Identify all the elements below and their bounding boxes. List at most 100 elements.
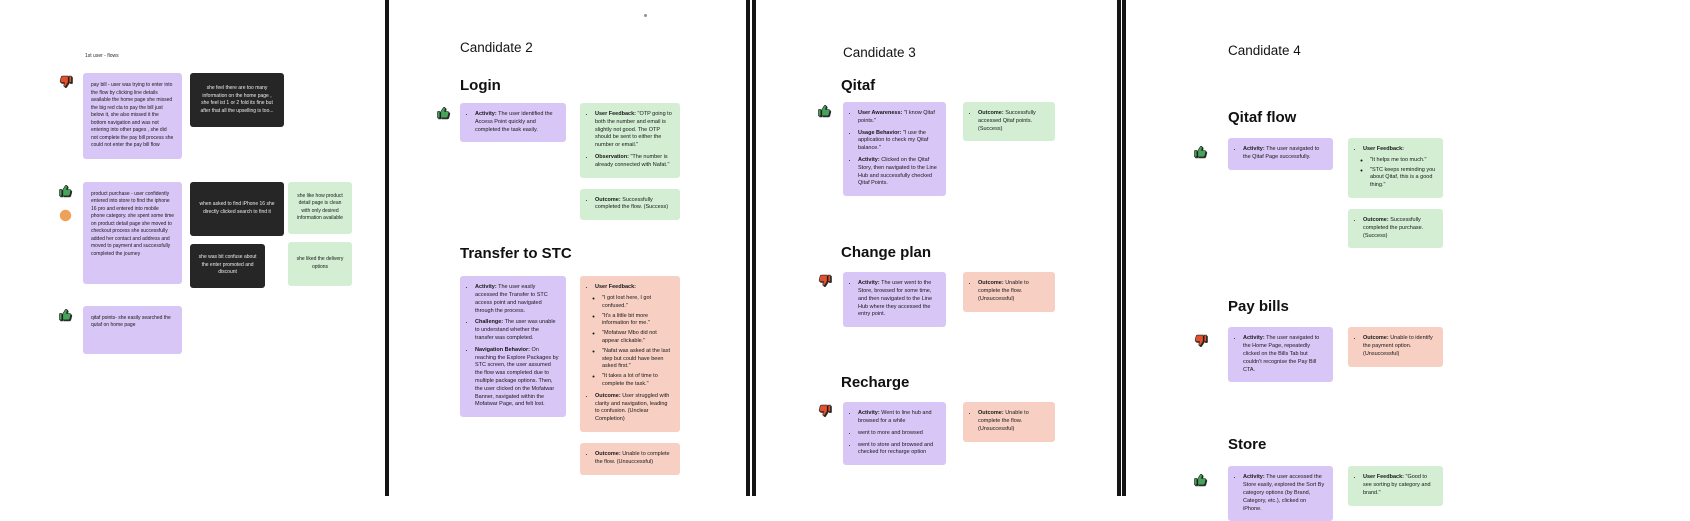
sticky-note[interactable]: she feel there are too many information … (190, 73, 284, 127)
thumb-up-icon[interactable] (58, 307, 73, 322)
notes-right: User Feedback: "Good to see sorting by c… (1348, 466, 1443, 506)
note-bullet: Outcome: Successfully accessed Qitaf poi… (978, 110, 1048, 133)
note-item-label: Activity: (858, 410, 880, 417)
note-item-text: Unable to complete the flow. (Unsuccessf… (595, 450, 670, 465)
note-sub-bullet: "STC keeps reminding you about Qitaf, th… (1370, 167, 1436, 190)
flow-section: QitafUser Awareness: "I know Qitaf point… (817, 77, 1065, 197)
note-bullet-list: Activity: The user accessed the Store ea… (1235, 474, 1326, 513)
note-bullet-list: Outcome: Unable to complete the flow. (U… (587, 451, 673, 467)
sticky-note[interactable]: Outcome: Unable to complete the flow. (U… (963, 402, 1055, 442)
note-bullet-list: Outcome: Unable to identify the payment … (1355, 335, 1436, 358)
thumb-up-icon[interactable] (1193, 472, 1208, 487)
column-title[interactable]: Candidate 2 (460, 40, 533, 55)
sticky-note[interactable]: User Feedback: "I got lost here, I got c… (580, 276, 680, 432)
section-heading[interactable]: Qitaf (841, 77, 876, 94)
sticky-note[interactable]: Activity: Went to line hub and browsed f… (843, 402, 946, 466)
note-sub-bullet: "It takes a lot of time to complete the … (602, 373, 673, 389)
note-sub-text: "Nafat was asked at the last step but co… (602, 347, 670, 370)
sticky-note[interactable]: Activity: The user easily accessed the T… (460, 276, 566, 418)
sticky-note[interactable]: User Feedback: "Good to see sorting by c… (1348, 466, 1443, 506)
note-item-text: Unable to complete the flow. (Unsuccessf… (978, 280, 1029, 302)
note-item-text: Unable to complete the flow. (Unsuccessf… (978, 410, 1029, 432)
frame-border (1122, 0, 1126, 496)
sticky-note[interactable]: pay bill - user was trying to enter into… (83, 73, 182, 159)
sticky-note[interactable]: Outcome: Successfully accessed Qitaf poi… (963, 102, 1055, 142)
sticky-note[interactable]: Outcome: Successfully completed the purc… (1348, 208, 1443, 249)
sticky-note[interactable]: she like how product detail page is clea… (288, 181, 352, 234)
notes-right: User Feedback: "I got lost here, I got c… (580, 276, 680, 475)
column-title[interactable]: Candidate 3 (843, 45, 916, 60)
section-heading[interactable]: Pay bills (1228, 298, 1289, 316)
sticky-note[interactable]: qitaf points- she easily searched the qu… (83, 305, 182, 354)
sticky-note[interactable]: when asked to find iPhone 16 she directl… (190, 181, 284, 236)
thumb-down-icon[interactable] (58, 74, 73, 89)
note-item-text: The user went to the Store, browsed for … (858, 280, 933, 318)
note-bullet-list: Outcome: Successfully completed the flow… (587, 197, 673, 213)
thumb-up-icon[interactable] (436, 105, 451, 120)
sticky-note[interactable]: Outcome: Successfully completed the flow… (580, 188, 680, 221)
thumb-down-icon[interactable] (1193, 333, 1208, 348)
note-stack: qitaf points- she easily searched the qu… (83, 305, 182, 354)
note-bullet-list: Activity: The user navigated to the Qita… (1235, 146, 1326, 162)
sticky-note[interactable]: User Awareness: "I know Qitaf points."Us… (843, 102, 946, 197)
sticky-note[interactable]: she liked the delivery options (288, 241, 352, 286)
section-heading[interactable]: Transfer to STC (460, 245, 572, 263)
note-item-label: User Awareness: (858, 110, 903, 116)
sticky-note[interactable]: Outcome: Unable to complete the flow. (U… (580, 442, 680, 475)
note-sub-text: "I got lost here, I got confused." (602, 294, 652, 309)
note-bullet-list: Activity: The user navigated to the Home… (1235, 335, 1326, 374)
section-heading[interactable]: Qitaf flow (1228, 109, 1297, 126)
notes-right: Outcome: Unable to complete the flow. (U… (963, 402, 1055, 442)
section-heading[interactable]: Login (460, 77, 501, 94)
sticky-note[interactable]: Activity: The user went to the Store, br… (843, 272, 946, 328)
sticky-note[interactable]: she was bit confuse about the enter prom… (190, 243, 266, 288)
flow-section: Change planActivity: The user went to th… (817, 244, 1065, 328)
sticky-note[interactable]: Activity: The user navigated to the Qita… (1228, 138, 1333, 170)
note-item-label: User Feedback: (595, 284, 636, 291)
notes-left: Activity: Went to line hub and browsed f… (843, 402, 946, 466)
thumb-up-icon[interactable] (58, 183, 73, 198)
note-item-label: Activity: (858, 280, 880, 287)
sticky-note[interactable]: User Feedback: "It helps me too much.""S… (1348, 138, 1443, 198)
note-bullet-list: Outcome: Successfully completed the purc… (1355, 217, 1436, 240)
note-bullet: Activity: The user went to the Store, br… (858, 280, 939, 319)
thumb-up-icon[interactable] (817, 103, 832, 118)
section-row: Activity: The user went to the Store, br… (817, 272, 1065, 328)
note-bullet: Activity: The user navigated to the Qita… (1243, 146, 1326, 162)
thumb-up-icon[interactable] (1193, 144, 1208, 159)
note-item-label: Activity: (475, 284, 497, 291)
note-item-text: Went to line hub and browsed for a while (858, 410, 932, 424)
section-heading[interactable]: Change plan (841, 244, 932, 262)
note-bullet: Outcome: Successfully completed the flow… (595, 197, 673, 213)
column-title[interactable]: Candidate 4 (1228, 43, 1301, 58)
section-heading[interactable]: Store (1228, 436, 1267, 454)
note-sub-bullet: "Nafat was asked at the last step but co… (602, 348, 673, 371)
notes-left: Activity: The user easily accessed the T… (460, 276, 566, 418)
section-row: Activity: The user identified the Access… (436, 103, 688, 221)
icon-column (58, 73, 83, 89)
sticky-note[interactable]: Activity: The user accessed the Store ea… (1228, 466, 1333, 521)
thumb-down-icon[interactable] (817, 273, 832, 288)
note-text: she was bit confuse about the enter prom… (198, 254, 257, 276)
sticky-note[interactable]: Outcome: Unable to identify the payment … (1348, 327, 1443, 367)
sticky-note[interactable]: Outcome: Unable to complete the flow. (U… (963, 272, 1055, 312)
section-heading[interactable]: Recharge (841, 374, 910, 392)
board-section-label[interactable]: 1st user - flows (85, 53, 119, 59)
note-stack: she feel there are too many information … (190, 73, 284, 127)
sticky-note[interactable]: product purchase - user confidently ente… (83, 181, 182, 284)
note-item-label: Outcome: (1363, 216, 1389, 223)
note-item-text: User struggled with clarity and navigati… (595, 392, 670, 423)
note-text: she feel there are too many information … (200, 85, 274, 114)
note-bullet-list: Activity: Went to line hub and browsed f… (850, 410, 939, 457)
sticky-note[interactable]: Activity: The user navigated to the Home… (1228, 327, 1333, 383)
note-stack: she like how product detail page is clea… (288, 181, 352, 286)
thumb-down-icon[interactable] (817, 403, 832, 418)
note-bullet: User Feedback: "OTP going to both the nu… (595, 111, 673, 150)
notes-right: User Feedback: "It helps me too much.""S… (1348, 138, 1443, 249)
note-sub-list: "It helps me too much.""STC keeps remind… (1363, 157, 1436, 190)
sticky-note[interactable]: User Feedback: "OTP going to both the nu… (580, 103, 680, 178)
sticky-note[interactable]: Activity: The user identified the Access… (460, 103, 566, 143)
note-text: when asked to find iPhone 16 she directl… (199, 201, 275, 215)
flow-section: RechargeActivity: Went to line hub and b… (817, 374, 1065, 466)
orange-dot-icon[interactable] (58, 208, 73, 223)
